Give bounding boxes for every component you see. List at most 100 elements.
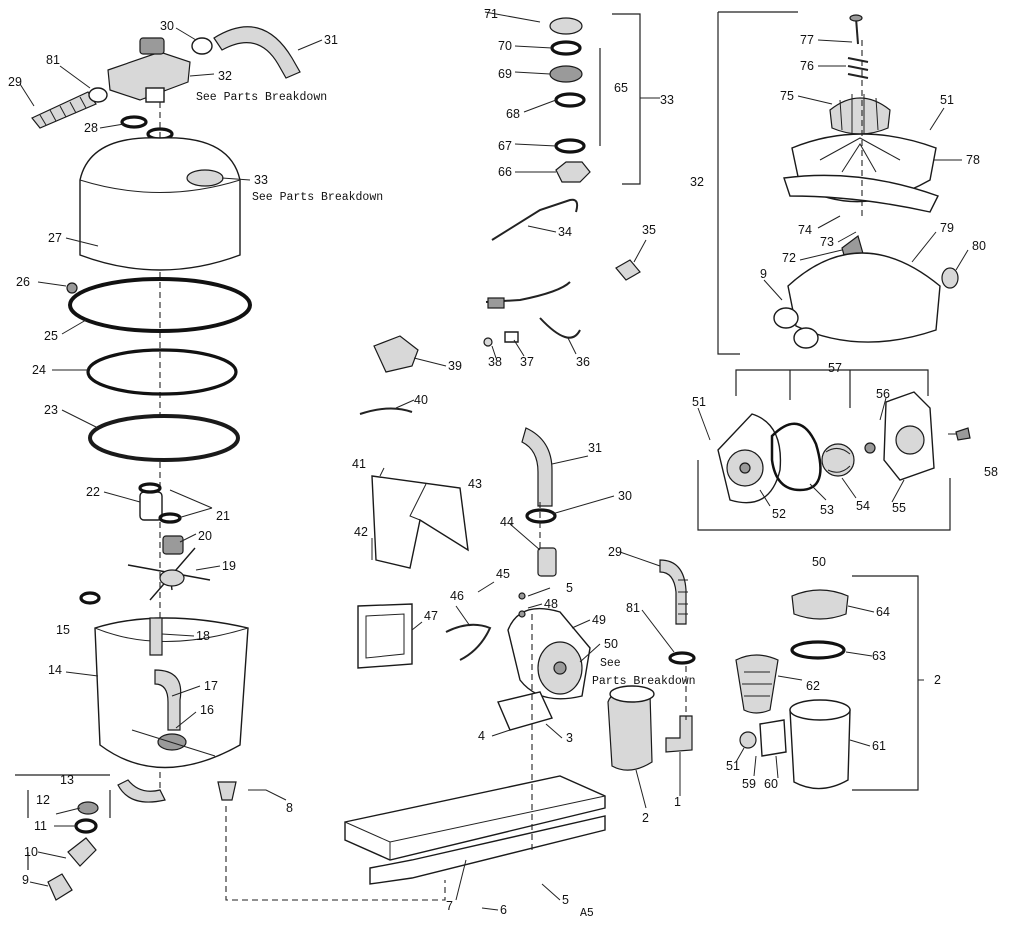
callout-79: 79 [940, 221, 954, 235]
callout-59: 59 [742, 777, 756, 791]
callout-64: 64 [876, 605, 890, 619]
callout-6: 6 [500, 903, 507, 917]
callout-17: 17 [204, 679, 218, 693]
callout-19: 19 [222, 559, 236, 573]
callout-62: 62 [806, 679, 820, 693]
tank-lid-drawing [79, 137, 241, 271]
callout-77: 77 [800, 33, 814, 47]
callout-1: 1 [674, 795, 681, 809]
callout-51-bottom: 51 [726, 759, 740, 773]
callout-72: 72 [782, 251, 796, 265]
impeller-drawing [821, 443, 855, 477]
strainer-assembly [735, 575, 919, 791]
callout-32-left: 32 [218, 69, 232, 83]
leader-lines [19, 11, 969, 911]
motor-cover-drawing [371, 475, 469, 569]
callout-40: 40 [414, 393, 428, 407]
note-see-parts-valve: See Parts Breakdown [196, 91, 327, 104]
hose-29-drawing [31, 91, 97, 129]
callout-37: 37 [520, 355, 534, 369]
clamp-ring-drawing [68, 277, 252, 333]
callout-21: 21 [216, 509, 230, 523]
callout-53: 53 [820, 503, 834, 517]
note-see-parts-motor-1: See [600, 657, 621, 670]
callout-43: 43 [468, 477, 482, 491]
callout-35: 35 [642, 223, 656, 237]
callout-50-right: 50 [812, 555, 826, 569]
callout-32-right: 32 [690, 175, 704, 189]
callout-2-right: 2 [934, 673, 941, 687]
callout-27: 27 [48, 231, 62, 245]
callout-44: 44 [500, 515, 514, 529]
base-platform-drawing [344, 775, 606, 861]
callout-71: 71 [484, 7, 498, 21]
callout-70: 70 [498, 39, 512, 53]
callout-78: 78 [966, 153, 980, 167]
callout-81-center: 81 [626, 601, 640, 615]
callout-58: 58 [984, 465, 998, 479]
clamp-81-drawing [88, 87, 108, 103]
callout-76: 76 [800, 59, 814, 73]
callout-42: 42 [354, 525, 368, 539]
left-tank-assembly [15, 26, 301, 901]
callout-69: 69 [498, 67, 512, 81]
callout-54: 54 [856, 499, 870, 513]
center-assembly [225, 13, 696, 901]
pump-assembly [697, 369, 971, 531]
callout-50-center: 50 [604, 637, 618, 651]
callout-47: 47 [424, 609, 438, 623]
note-see-parts-motor-2: Parts Breakdown [592, 675, 696, 688]
callout-73: 73 [820, 235, 834, 249]
diagram-notes: See Parts Breakdown See Parts Breakdown … [196, 91, 696, 920]
callout-20: 20 [198, 529, 212, 543]
callout-81-left: 81 [46, 53, 60, 67]
callout-28: 28 [84, 121, 98, 135]
callout-30-center: 30 [618, 489, 632, 503]
callout-12: 12 [36, 793, 50, 807]
callout-9-right: 9 [760, 267, 767, 281]
callout-15: 15 [56, 623, 70, 637]
callout-29-left: 29 [8, 75, 22, 89]
callout-9-left: 9 [22, 873, 29, 887]
callout-11: 11 [34, 819, 47, 833]
callout-24: 24 [32, 363, 46, 377]
callout-13: 13 [60, 773, 74, 787]
callout-36: 36 [576, 355, 590, 369]
callout-numbers: 81 29 30 31 32 28 33 27 26 25 24 23 22 2… [8, 7, 998, 917]
callout-31-top: 31 [324, 33, 338, 47]
valve-knob-drawing [829, 97, 891, 135]
callout-65: 65 [614, 81, 628, 95]
callout-25: 25 [44, 329, 58, 343]
figure-code: A5 [580, 907, 594, 920]
callout-57: 57 [828, 361, 842, 375]
callout-51-top: 51 [940, 93, 954, 107]
callout-29-center: 29 [608, 545, 622, 559]
callout-39: 39 [448, 359, 462, 373]
callout-66: 66 [498, 165, 512, 179]
callout-3: 3 [566, 731, 573, 745]
callout-45: 45 [496, 567, 510, 581]
callout-5-bottom: 5 [562, 893, 569, 907]
callout-33-left: 33 [254, 173, 268, 187]
callout-41: 41 [352, 457, 366, 471]
callout-34: 34 [558, 225, 572, 239]
callout-52: 52 [772, 507, 786, 521]
callout-80: 80 [972, 239, 986, 253]
callout-38: 38 [488, 355, 502, 369]
callout-23: 23 [44, 403, 58, 417]
hose-31-drawing [213, 26, 301, 79]
callout-7: 7 [446, 899, 453, 913]
callout-67: 67 [498, 139, 512, 153]
callout-22: 22 [86, 485, 100, 499]
callout-33-right: 33 [660, 93, 674, 107]
valve-body-drawing [787, 252, 941, 343]
callout-16: 16 [200, 703, 214, 717]
callout-8: 8 [286, 801, 293, 815]
callout-31-center: 31 [588, 441, 602, 455]
note-see-parts-lid: See Parts Breakdown [252, 191, 383, 204]
callout-30-top: 30 [160, 19, 174, 33]
callout-18: 18 [196, 629, 210, 643]
callout-63: 63 [872, 649, 886, 663]
callout-51-mid: 51 [692, 395, 706, 409]
